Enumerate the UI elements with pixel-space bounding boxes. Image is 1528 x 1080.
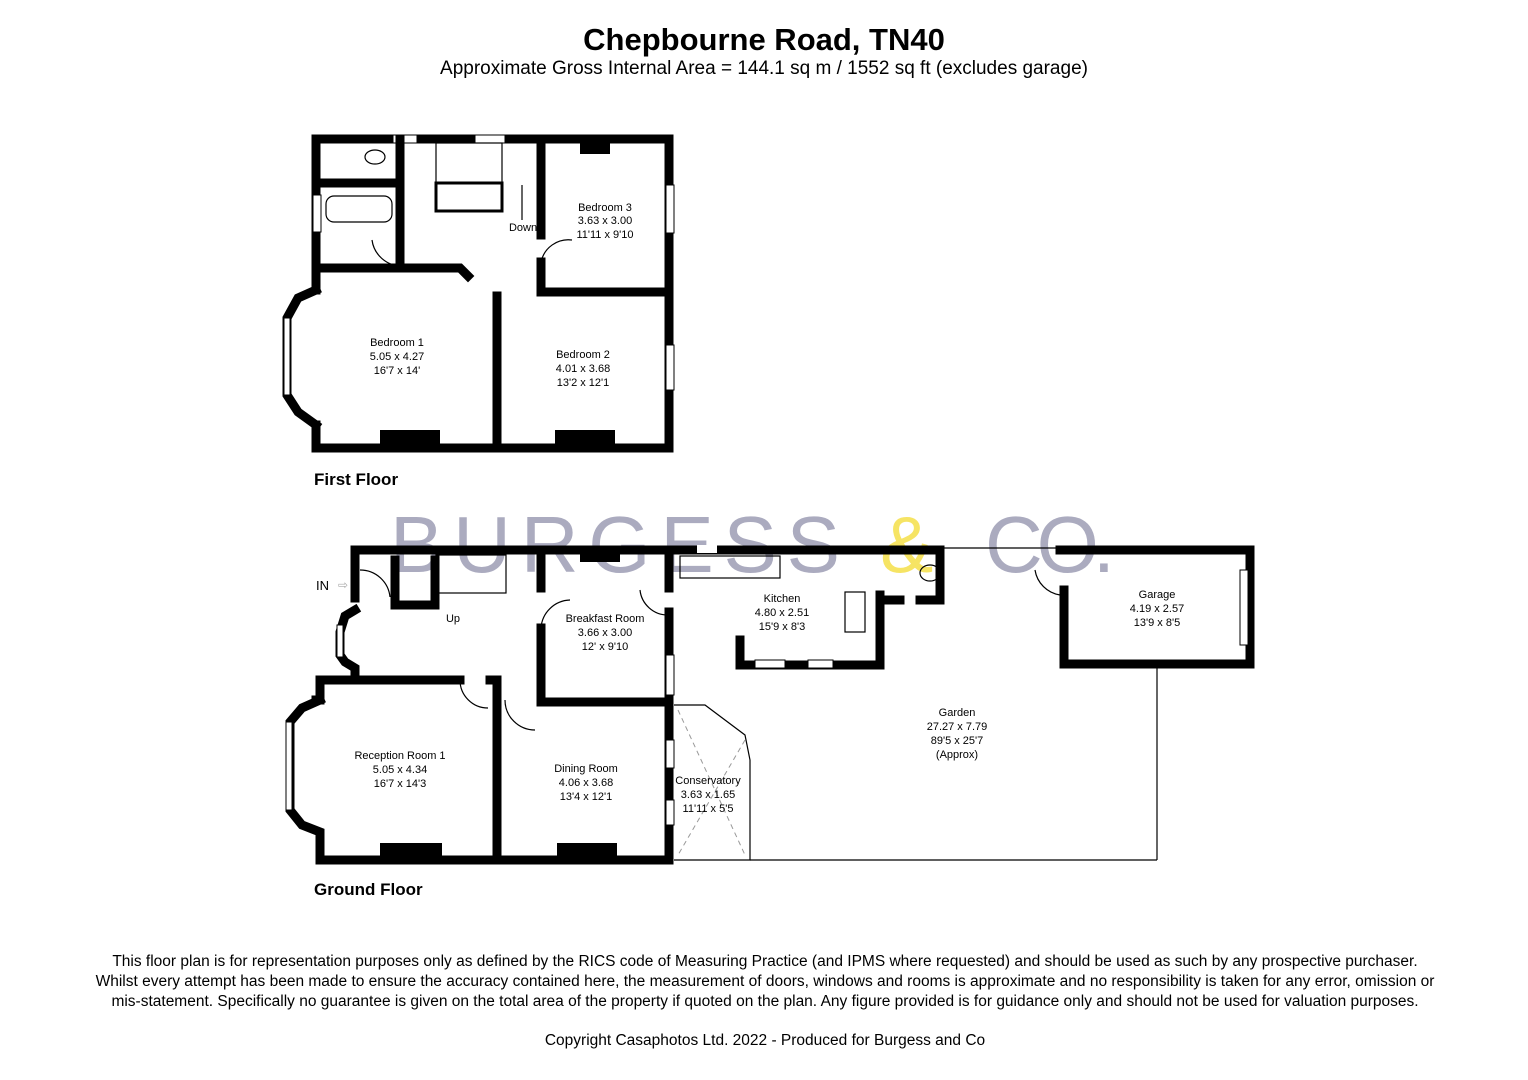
room-imperial: 13'4 x 12'1 xyxy=(560,791,613,803)
room-reception-room-1: Reception Room 1 5.05 x 4.34 16'7 x 14'3 xyxy=(354,750,445,790)
room-metric: 3.63 x 3.00 xyxy=(578,215,632,227)
room-imperial: 16'7 x 14'3 xyxy=(374,778,427,790)
first-floor-label: First Floor xyxy=(314,470,399,489)
room-metric: 5.05 x 4.34 xyxy=(373,764,427,776)
gross-area-subtitle: Approximate Gross Internal Area = 144.1 … xyxy=(440,58,1088,79)
room-bedroom-3: Bedroom 3 3.63 x 3.00 11'11 x 9'10 xyxy=(576,202,633,241)
room-kitchen: Kitchen 4.80 x 2.51 15'9 x 8'3 xyxy=(755,593,809,633)
room-bedroom-2: Bedroom 2 4.01 x 3.68 13'2 x 12'1 xyxy=(556,349,610,389)
room-name: Kitchen xyxy=(764,593,801,605)
room-dining-room: Dining Room 4.06 x 3.68 13'4 x 12'1 xyxy=(554,763,618,803)
room-name: Dining Room xyxy=(554,763,618,775)
watermark-text: CO. xyxy=(985,500,1115,589)
room-metric: 4.80 x 2.51 xyxy=(755,607,809,619)
room-imperial: 12' x 9'10 xyxy=(582,641,628,653)
entrance-arrow-icon: ⇨ xyxy=(338,578,348,592)
room-imperial: 11'11 x 9'10 xyxy=(576,229,633,241)
watermark-ampersand: & xyxy=(880,500,933,589)
stairs-down-label: Down xyxy=(509,222,537,234)
room-imperial: 89'5 x 25'7 xyxy=(931,735,984,747)
room-name: Bedroom 2 xyxy=(556,349,610,361)
room-metric: 4.19 x 2.57 xyxy=(1130,603,1184,615)
room-imperial: 16'7 x 14' xyxy=(374,365,420,377)
room-imperial: 13'9 x 8'5 xyxy=(1134,617,1180,629)
room-metric: 27.27 x 7.79 xyxy=(927,721,988,733)
room-name: Breakfast Room xyxy=(566,613,645,625)
room-garden: Garden 27.27 x 7.79 89'5 x 25'7 (Approx) xyxy=(927,707,988,761)
burgess-co-watermark: BURGESS & CO. xyxy=(390,500,1115,589)
copyright-text: Copyright Casaphotos Ltd. 2022 - Produce… xyxy=(544,1032,986,1049)
disclaimer-text: This floor plan is for representation pu… xyxy=(95,953,1435,1010)
first-floor-plan: Down Bedroom 3 3.63 x 3.00 11'11 x 9'10 … xyxy=(282,134,675,453)
room-name: Garage xyxy=(1139,589,1176,601)
stairs-up-label: Up xyxy=(446,613,460,625)
room-metric: 5.05 x 4.27 xyxy=(370,351,424,363)
room-name: Garden xyxy=(939,707,976,719)
entrance-label: IN xyxy=(316,578,329,593)
room-name: Conservatory xyxy=(675,775,741,787)
plan-title: Chepbourne Road, TN40 xyxy=(583,22,945,57)
room-conservatory: Conservatory 3.63 x 1.65 11'11 x 5'5 xyxy=(675,775,741,815)
room-metric: 4.06 x 3.68 xyxy=(559,777,613,789)
room-imperial: 13'2 x 12'1 xyxy=(557,377,610,389)
room-metric: 4.01 x 3.68 xyxy=(556,363,610,375)
room-metric: 3.66 x 3.00 xyxy=(578,627,632,639)
room-garage: Garage 4.19 x 2.57 13'9 x 8'5 xyxy=(1130,589,1184,629)
room-bedroom-1: Bedroom 1 5.05 x 4.27 16'7 x 14' xyxy=(370,337,424,377)
ground-floor-label: Ground Floor xyxy=(314,880,423,899)
room-name: Bedroom 1 xyxy=(370,337,424,349)
room-name: Bedroom 3 xyxy=(578,202,632,214)
watermark-text: BURGESS xyxy=(390,500,840,589)
room-imperial: 15'9 x 8'3 xyxy=(759,621,805,633)
room-imperial: 11'11 x 5'5 xyxy=(683,803,734,815)
ground-floor-plan: IN ⇨ Up Breakfast Room 3.66 x 3.00 12' x… xyxy=(285,545,1255,865)
room-breakfast-room: Breakfast Room 3.66 x 3.00 12' x 9'10 xyxy=(566,613,645,653)
room-name: Reception Room 1 xyxy=(354,750,445,762)
room-note: (Approx) xyxy=(936,749,978,761)
room-metric: 3.63 x 1.65 xyxy=(681,789,735,801)
